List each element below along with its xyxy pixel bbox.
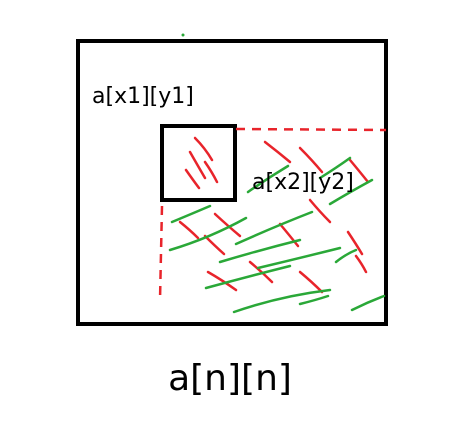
red-hatch-inner xyxy=(184,136,219,190)
outer-matrix-square xyxy=(76,39,388,326)
label-matrix: a[n][n] xyxy=(168,358,292,399)
green-dot xyxy=(181,33,185,37)
label-top-left-corner: a[x1][y1] xyxy=(92,84,194,109)
inner-submatrix-square xyxy=(160,124,237,202)
red-dashed-left-extension xyxy=(158,205,164,301)
green-hatch-region xyxy=(168,156,386,314)
red-dashed-top-extension xyxy=(235,127,387,132)
label-bottom-right-corner: a[x2][y2] xyxy=(252,170,354,195)
